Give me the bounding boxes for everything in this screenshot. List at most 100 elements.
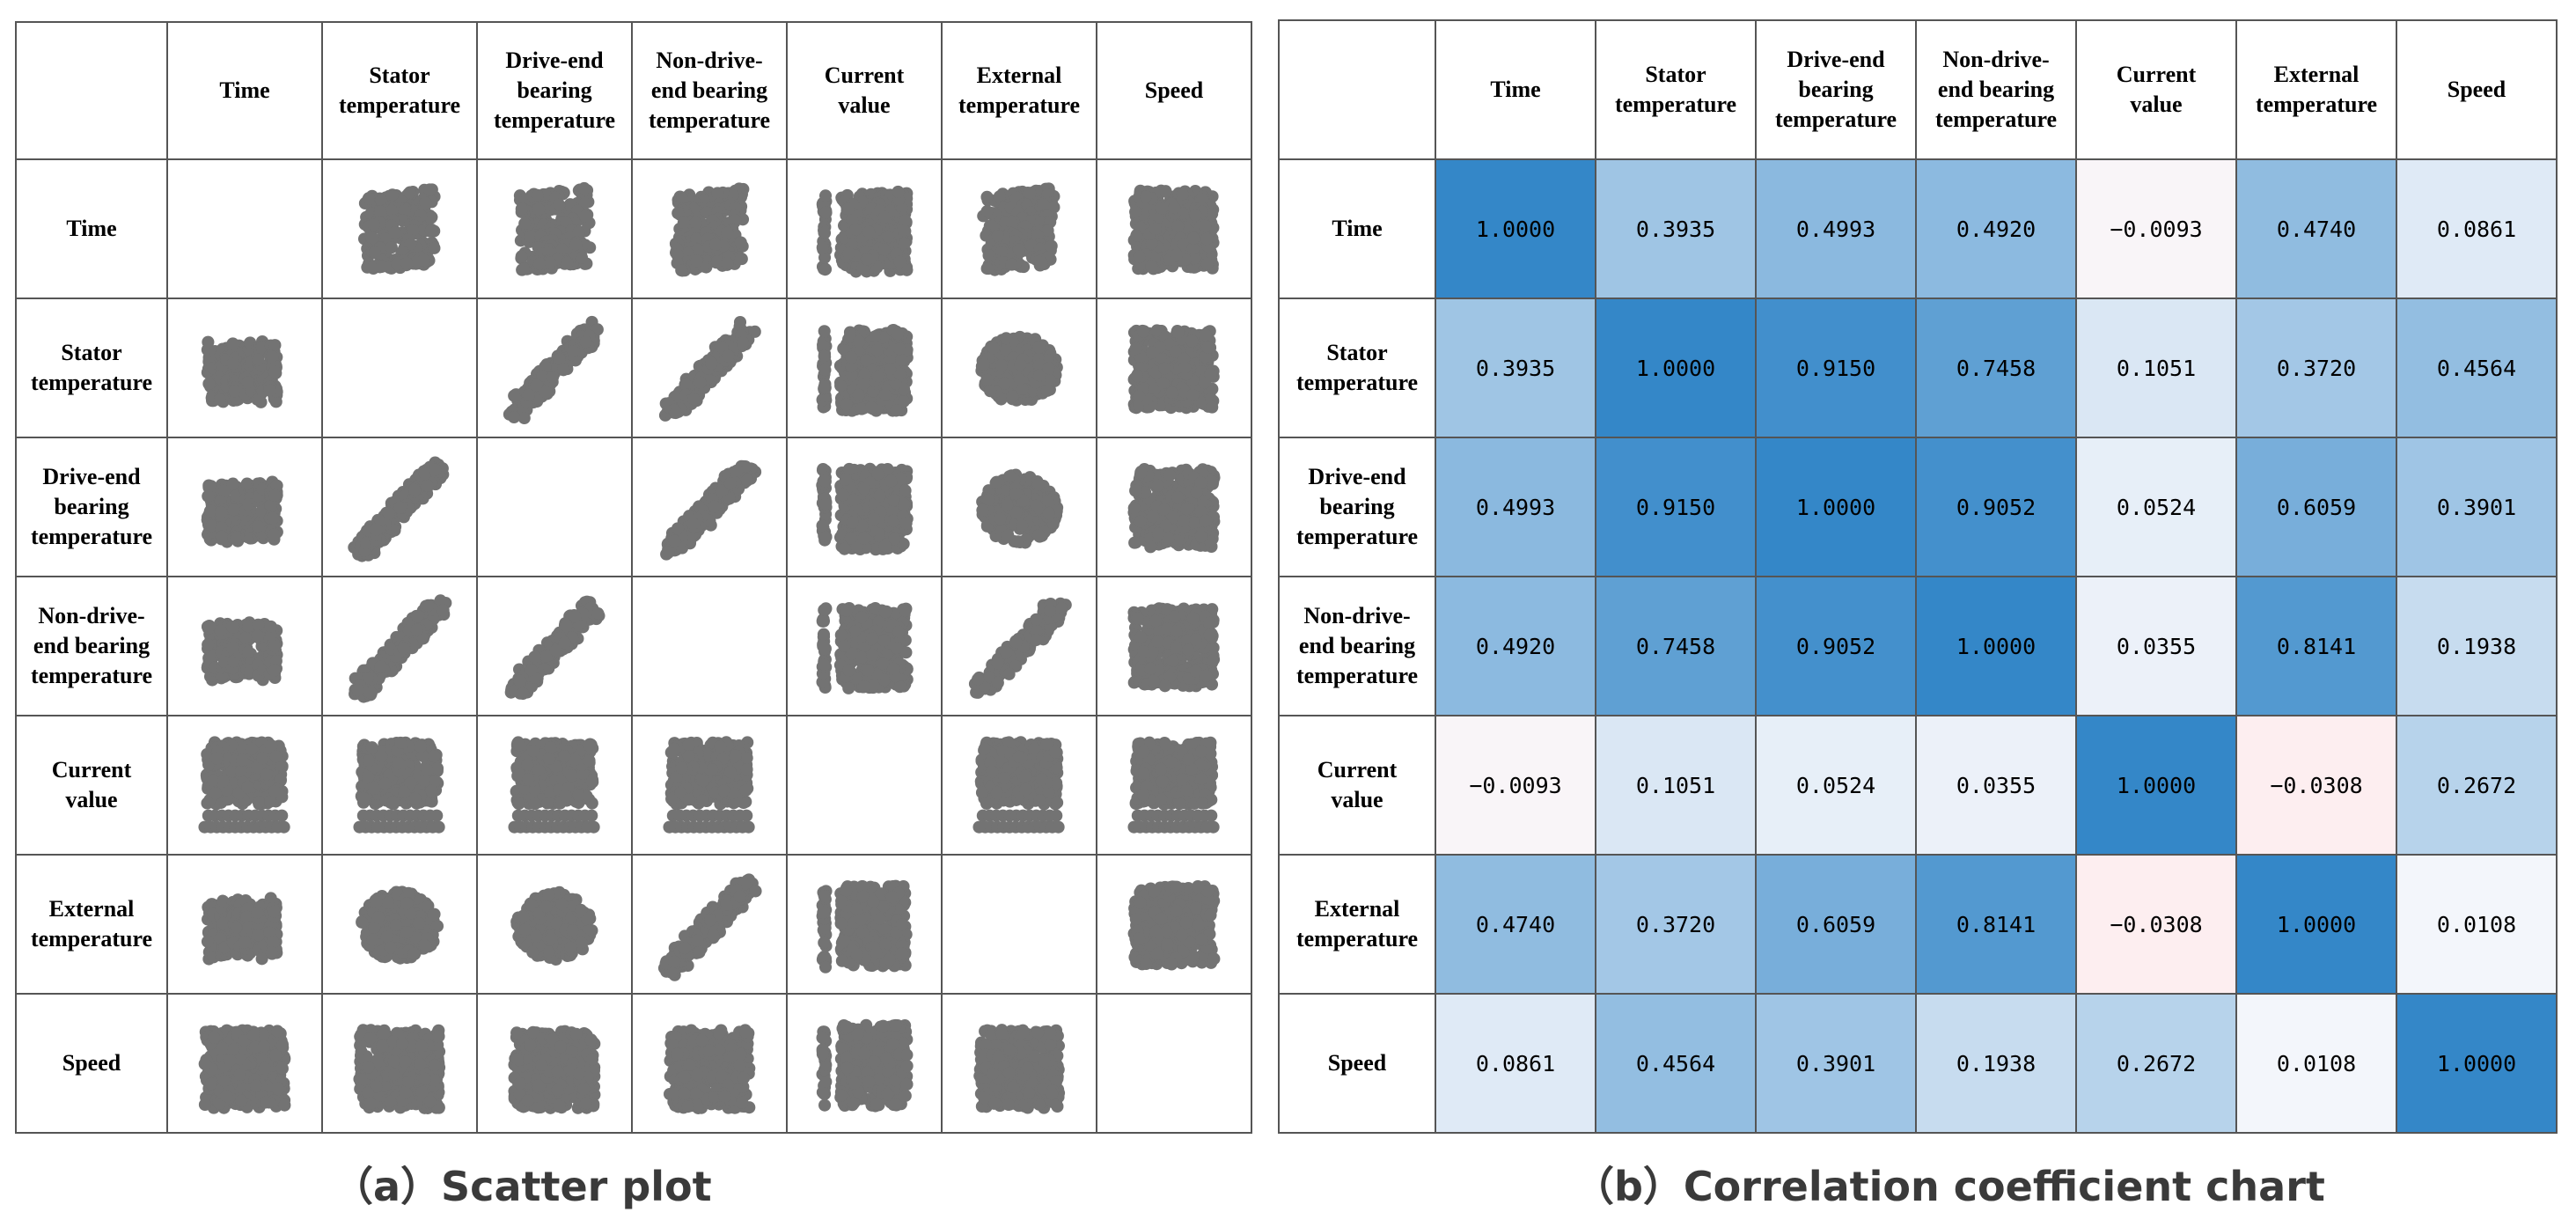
scatter-point [1201,341,1215,354]
scatter-point [726,189,739,202]
scatter-cell [1096,437,1252,577]
scatter-point [382,507,395,520]
scatter-point [690,254,703,268]
scatter-point [723,492,737,505]
scatter-point [740,474,753,487]
scatter-point [980,262,994,276]
scatter-point [818,380,831,393]
scatter-point [689,217,702,230]
scatter-point [400,256,414,270]
scatter-point [870,343,884,356]
scatter-cell [1096,158,1252,299]
scatter-thumbnail [816,185,914,278]
scatter-point [213,393,226,407]
scatter-cell [941,437,1097,577]
scatter-point [370,523,384,536]
scatter-point [877,243,892,256]
scatter-point [555,243,569,256]
scatter-point [1133,250,1146,263]
scatter-point [871,370,884,383]
scatter-point [734,236,747,249]
scatter-point [1145,237,1158,250]
scatter-point [1041,224,1054,237]
scatter-point [672,207,685,220]
scatter-point [865,400,878,414]
scatter-point [215,530,228,543]
scatter-point [579,209,592,223]
scatter-point [407,224,420,237]
scatter-point [553,198,566,211]
scatter-point [1186,388,1200,401]
scatter-point [984,385,997,398]
scatter-point [886,514,899,527]
scatter-point [730,464,744,477]
scatter-point [878,540,892,553]
scatter-point [557,363,570,376]
scatter-point [882,230,895,243]
scatter-point [1040,384,1053,397]
scatter-thumbnail [348,456,450,562]
scatter-point [888,533,901,546]
scatter-point [1206,400,1219,414]
scatter-point [895,472,908,485]
scatter-point [999,343,1012,356]
scatter-point [731,253,745,266]
scatter-point [266,350,279,364]
scatter-point [578,196,591,210]
scatter-point [267,511,280,525]
scatter-point [998,377,1011,390]
scatter-point [228,385,241,398]
scatter-point [226,477,239,490]
scatter-point [226,356,239,371]
scatter-point [709,238,723,251]
scatter-point [980,205,994,218]
scatter-point [1171,326,1185,339]
scatter-point [1016,518,1029,533]
scatter-point [845,369,858,382]
scatter-point [897,224,910,237]
scatter-cell [631,298,788,438]
scatter-point [855,519,869,533]
scatter-point [691,243,704,256]
scatter-point [1189,209,1202,222]
scatter-row: Time [15,158,1252,299]
scatter-point [842,246,855,260]
scatter-point [566,345,580,358]
scatter-point [993,190,1006,203]
scatter-point [385,204,399,217]
scatter-point [388,226,401,239]
scatter-point [508,389,521,402]
scatter-point [1171,219,1185,232]
scatter-point [890,404,903,417]
scatter-cell [631,437,788,577]
scatter-point [252,519,265,533]
scatter-point [241,497,255,511]
scatter-point [1140,190,1153,203]
scatter-point [1024,187,1037,200]
scatter-cell [941,298,1097,438]
row-header-drive-end-bearing-temperature-line: Drive-end [42,464,141,489]
scatter-point [428,241,441,254]
scatter-point [375,195,388,208]
scatter-point [553,352,566,365]
scatter-point [1032,341,1046,354]
scatter-point [818,325,831,338]
scatter-point [840,398,853,411]
scatter-point [1185,334,1199,348]
scatter-thumbnail [975,330,1063,407]
scatter-point [819,497,833,511]
scatter-cell [166,298,323,438]
scatter-point [254,395,268,408]
scatter-point [423,183,437,196]
scatter-point [579,335,592,349]
scatter-point [869,330,882,343]
scatter-point [982,493,995,506]
scatter-point [710,255,724,268]
scatter-point [816,241,829,254]
scatter-point [819,206,833,219]
scatter-thumbnail [357,183,441,275]
scatter-point [989,476,1002,489]
scatter-point [202,335,215,349]
scatter-point [898,498,911,511]
